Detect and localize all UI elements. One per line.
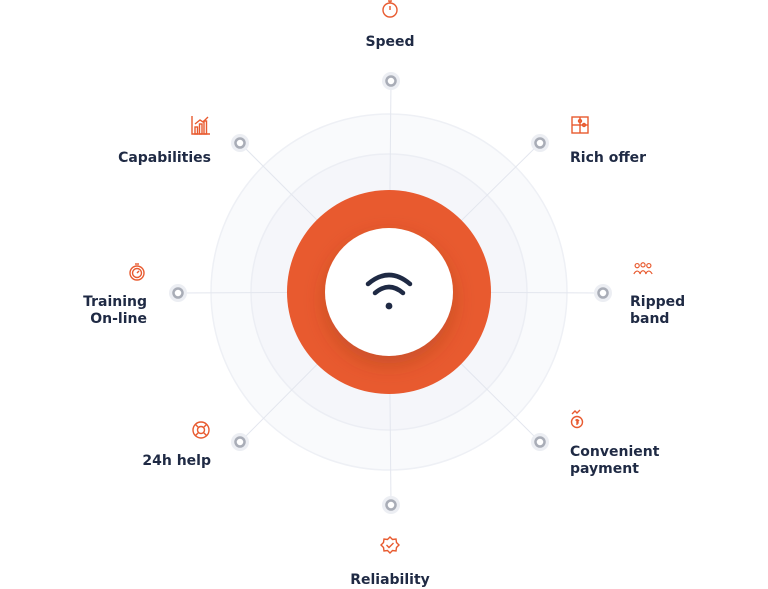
- label-ripped-band: Ripped band: [630, 294, 686, 327]
- bar-chart-icon: [191, 116, 210, 135]
- nodes: [169, 72, 612, 514]
- center-disc: [325, 228, 453, 356]
- label-training-online: Training On-line: [83, 294, 147, 327]
- label-capabilities: Capabilities: [118, 150, 211, 166]
- timer-icon: [129, 263, 145, 281]
- label-24h-help: 24h help: [142, 453, 211, 469]
- wifi-icon: [365, 272, 413, 310]
- node-reliability: [382, 496, 400, 514]
- node-payment: [531, 433, 549, 451]
- node-help: [231, 433, 249, 451]
- label-rich-offer: Rich offer: [570, 150, 647, 166]
- node-rich-offer: [531, 134, 549, 152]
- badge-check-icon: [380, 536, 400, 554]
- money-growth-icon: [570, 409, 584, 429]
- puzzle-icon: [571, 116, 589, 134]
- node-capabilities: [231, 134, 249, 152]
- label-convenient-payment: Convenient payment: [570, 444, 660, 477]
- node-speed: [382, 72, 400, 90]
- label-speed: Speed: [365, 34, 415, 50]
- stopwatch-icon: [382, 0, 398, 18]
- people-group-icon: [633, 262, 653, 275]
- lifebuoy-icon: [192, 421, 210, 439]
- node-training: [169, 284, 187, 302]
- node-ripped-band: [594, 284, 612, 302]
- label-reliability: Reliability: [350, 572, 430, 588]
